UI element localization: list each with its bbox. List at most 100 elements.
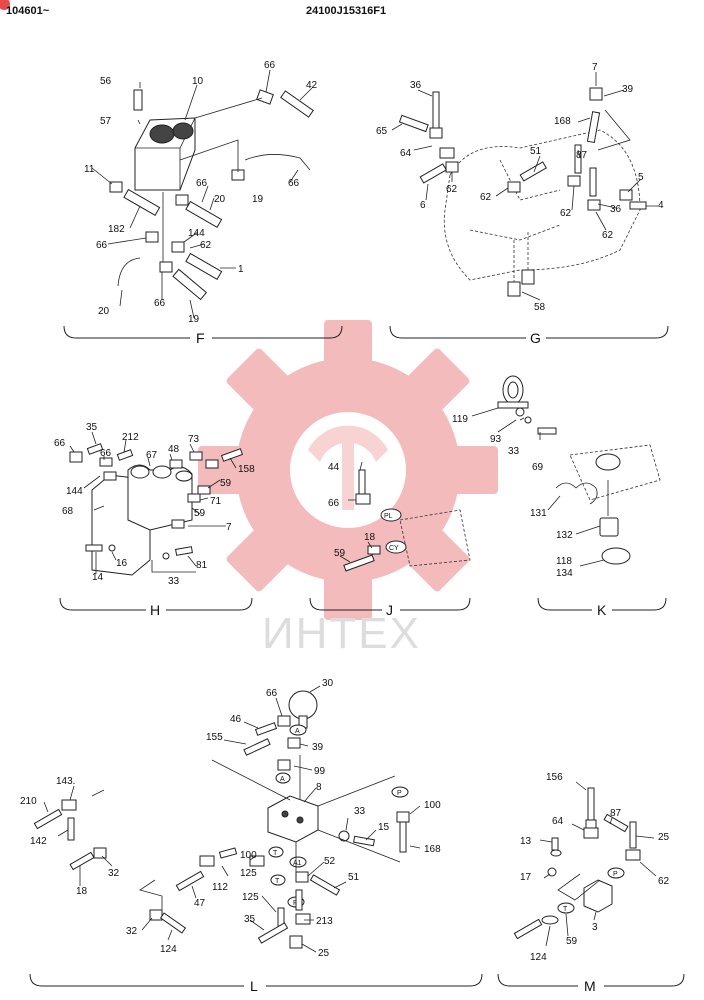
part-number-label: 48: [168, 444, 180, 455]
part-number-label: 142: [30, 836, 47, 847]
part-shape: [296, 816, 304, 824]
part-number-label: 42: [306, 80, 318, 91]
part-shape: [162, 552, 170, 560]
section-brace: [309, 597, 471, 611]
section-m: P T 156 87 64 13 25 17 62 3 124 59 M: [497, 772, 685, 994]
part-shape: [399, 821, 407, 853]
part-shape: [287, 737, 301, 749]
part-number-label: 15: [378, 822, 390, 833]
part-number-label: 210: [20, 796, 37, 807]
part-shape: [589, 87, 603, 101]
section-brace: [63, 325, 343, 339]
part-number-label: 100: [424, 800, 441, 811]
tag-p-1: P: [397, 790, 402, 797]
drawing-code: 24100J15316F1: [306, 5, 386, 17]
part-number-label: 66: [264, 60, 276, 71]
part-shape: [116, 449, 134, 461]
part-shape: [513, 918, 543, 940]
section-l: A A T A1 P P T: [20, 678, 483, 994]
part-number-label: 144: [188, 228, 205, 239]
part-shape: [445, 161, 459, 173]
section-brace: [389, 325, 669, 339]
part-number-label: 144: [66, 486, 83, 497]
part-number-label: 66: [196, 178, 208, 189]
part-shape: [130, 465, 150, 479]
part-number-label: 20: [214, 194, 226, 205]
part-number-label: 10: [192, 76, 204, 87]
leader-line: [95, 507, 226, 574]
part-shape: [396, 811, 410, 823]
part-number-label: 124: [160, 944, 177, 955]
part-number-label: 32: [108, 868, 120, 879]
part-shape: [175, 870, 205, 892]
part-shape: [289, 935, 303, 949]
part-number-label: 182: [108, 224, 125, 235]
part-shape: [275, 772, 291, 784]
part-number-label: 62: [602, 230, 614, 241]
part-shape: [398, 114, 429, 133]
part-shape: [385, 540, 407, 554]
part-shape: [267, 795, 319, 843]
part-shape: [205, 459, 219, 469]
part-shape: [189, 451, 203, 461]
part-shape: [145, 231, 159, 243]
part-shape: [175, 470, 193, 482]
watermark-text: ИНТЕХ: [262, 609, 421, 658]
part-number-label: 16: [116, 558, 128, 569]
part-shape: [625, 849, 641, 861]
part-shape: [281, 810, 289, 818]
part-shape: [567, 175, 581, 187]
part-shape: [367, 545, 381, 555]
part-number-label: 66: [96, 240, 108, 251]
part-number-label: 71: [210, 496, 222, 507]
part-number-label: 118: [556, 556, 572, 567]
part-shape: [218, 847, 238, 859]
part-shape: [254, 722, 278, 736]
part-shape: [152, 465, 172, 479]
part-shape: [280, 90, 314, 118]
serial-number: 104601~: [6, 5, 50, 17]
leader-line: [117, 257, 141, 287]
part-shape: [439, 147, 455, 159]
part-shape: [429, 127, 443, 139]
part-shape: [86, 443, 104, 455]
part-shape: [599, 517, 619, 537]
part-shape: [288, 690, 318, 720]
part-shape: [524, 416, 532, 424]
part-shape: [629, 201, 647, 210]
tag-cy: CY: [389, 545, 399, 552]
part-shape: [551, 837, 559, 851]
leader-line: [557, 873, 601, 901]
part-number-label: 5: [638, 172, 644, 183]
part-number-label: 51: [530, 146, 542, 157]
part-number-label: 33: [508, 446, 520, 457]
section-brace: [29, 973, 483, 987]
part-number-label: 87: [576, 150, 588, 161]
part-shape: [432, 91, 440, 129]
part-shape: [603, 813, 629, 833]
tag-p-m: P: [613, 871, 618, 878]
part-number-label: 62: [446, 184, 458, 195]
part-shape: [469, 159, 561, 241]
part-number-label: 39: [312, 742, 324, 753]
leader-line: [179, 97, 263, 172]
section-brace: [537, 597, 667, 611]
part-shape: [268, 846, 284, 858]
part-shape: [380, 508, 402, 522]
part-shape: [69, 851, 95, 871]
part-shape: [187, 493, 201, 503]
part-shape: [519, 161, 547, 182]
section-l-label: L: [250, 978, 258, 994]
part-number-label: 168: [424, 844, 441, 855]
part-number-label: 20: [98, 306, 110, 317]
part-shape: [61, 799, 77, 811]
leader-line: [151, 560, 196, 573]
part-number-label: 59: [334, 548, 346, 559]
leader-line: [141, 895, 317, 953]
part-shape: [443, 129, 641, 281]
part-number-label: 62: [658, 876, 670, 887]
part-number-label: 125: [240, 868, 257, 879]
part-shape: [583, 827, 599, 839]
part-shape: [127, 464, 193, 531]
part-shape: [93, 847, 107, 859]
